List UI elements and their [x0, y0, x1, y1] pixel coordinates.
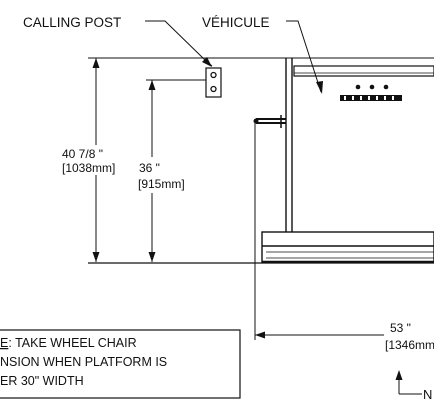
- note-line-1: E: TAKE WHEEL CHAIR: [0, 336, 137, 350]
- dimension-total-height-mm: [1038mm]: [62, 161, 115, 175]
- dimension-post-height-mm: [915mm]: [138, 177, 185, 191]
- dimension-width-mm: [1346mm]: [385, 338, 434, 352]
- bottom-right-leader: [395, 370, 422, 395]
- vehicle-arrowhead: [316, 81, 323, 94]
- handrail: [253, 115, 286, 128]
- calling-post-button-top: [210, 71, 217, 79]
- control-panel: [340, 84, 402, 101]
- note-line-3: ER 30" WIDTH: [0, 374, 84, 388]
- calling-post-arrowhead: [202, 57, 212, 67]
- vehicle-leader: [286, 20, 322, 93]
- partial-label: N: [423, 387, 432, 402]
- lift-platform: [261, 231, 434, 264]
- note-line-1-prefix: E: [0, 336, 8, 350]
- calling-post-button-bottom: [210, 85, 217, 93]
- calling-post-label: CALLING POST: [23, 15, 121, 30]
- note-line-2: NSION WHEN PLATFORM IS: [0, 355, 167, 369]
- vehicle-label: VÉHICULE: [202, 15, 270, 30]
- calling-post: [205, 67, 222, 98]
- dimension-post-height-inches: 36 ": [139, 161, 160, 175]
- note-line-1-rest: : TAKE WHEEL CHAIR: [8, 336, 136, 350]
- dimension-width-inches: 53 ": [390, 321, 411, 335]
- vehicle-body: [285, 58, 434, 232]
- note-box: E: TAKE WHEEL CHAIR NSION WHEN PLATFORM …: [0, 329, 241, 399]
- dimension-total-height-inches: 40 7/8 ": [62, 147, 103, 161]
